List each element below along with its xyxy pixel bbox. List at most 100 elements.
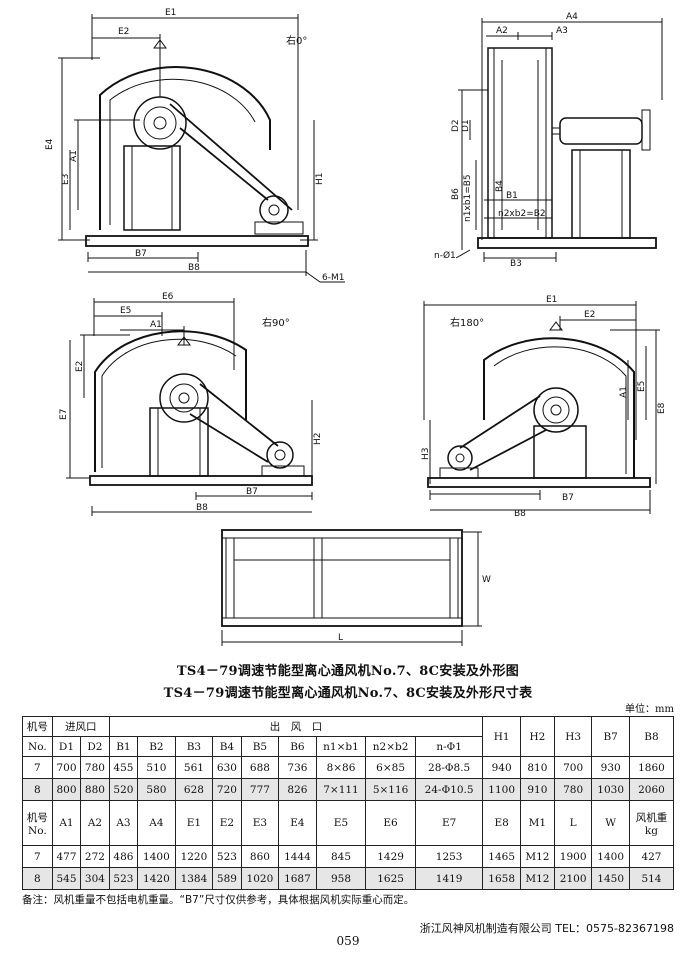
table-cell: 700	[51, 756, 82, 779]
dim-e7: E7	[59, 409, 69, 420]
view-base-frame	[221, 529, 482, 646]
table-cell: 780	[553, 778, 593, 801]
dim-b8-v3: B8	[196, 503, 208, 513]
rotation-label-90: 右90°	[262, 316, 290, 329]
col-header: B4	[212, 736, 242, 757]
col-header: E1	[174, 800, 214, 846]
col-header: A3	[108, 800, 139, 846]
table-cell: 427	[628, 845, 675, 868]
col-header: E7	[414, 800, 484, 846]
dim-a1-v4: A1	[619, 386, 629, 398]
dim-b1: B1	[506, 191, 518, 201]
table-cell: 800	[51, 778, 82, 801]
dim-h2: H2	[313, 433, 323, 446]
table-cell: 1400	[137, 845, 176, 868]
dim-w: W	[482, 575, 491, 585]
table-cell: 1444	[278, 845, 317, 868]
dim-a2: A2	[496, 26, 508, 36]
table-cell: 940	[482, 756, 521, 779]
dim-e5-v4: E5	[637, 381, 647, 392]
table-cell: 1020	[240, 867, 280, 890]
table-cell: 1253	[414, 845, 484, 868]
view-right-0	[58, 14, 345, 283]
unit-label: 单位：mm	[625, 704, 674, 715]
table-cell: M12	[519, 867, 555, 890]
table-cell: 688	[240, 756, 280, 779]
table-cell: 589	[212, 867, 242, 890]
table-cell: 1687	[278, 867, 317, 890]
drawing-title: TS4－79调速节能型离心通风机No.7、8C安装及外形图	[176, 664, 520, 679]
dim-h1: H1	[315, 173, 325, 186]
head-inlet: 进风口	[51, 716, 110, 737]
table-cell: 24-Φ10.5	[414, 778, 484, 801]
table-cell: 523	[108, 867, 139, 890]
table-cell: 1900	[553, 845, 593, 868]
table-cell: 272	[80, 845, 110, 868]
dim-e6: E6	[162, 292, 174, 302]
table-cell: 2100	[553, 867, 593, 890]
col-header: D2	[80, 736, 110, 757]
col-header: E3	[240, 800, 280, 846]
col-header: W	[591, 800, 630, 846]
dim-b8-v4: B8	[514, 509, 526, 519]
dim-b7-v4: B7	[562, 493, 574, 503]
table-cell: 8	[22, 867, 53, 890]
table-cell: 1030	[591, 778, 630, 801]
table-cell: 2060	[628, 778, 675, 801]
table-cell: 1100	[482, 778, 521, 801]
table-cell: 514	[628, 867, 675, 890]
table-cell: 510	[137, 756, 176, 779]
dim-e1-v4: E1	[546, 295, 557, 305]
col-header: n1×b1	[315, 736, 367, 757]
table-cell: M12	[519, 845, 555, 868]
dim-a3: A3	[556, 26, 568, 36]
view-right-180	[423, 301, 660, 514]
col-header: B5	[240, 736, 280, 757]
table-cell: 777	[240, 778, 280, 801]
table-cell: 1220	[174, 845, 214, 868]
head-b7: B7	[591, 716, 630, 757]
head-no: No.	[22, 736, 53, 757]
col-header: n-Φ1	[414, 736, 484, 757]
table-cell: 880	[80, 778, 110, 801]
rotation-label-180: 右180°	[450, 316, 484, 329]
table-cell: 1420	[137, 867, 176, 890]
table-title: TS4－79调速节能型离心通风机No.7、8C安装及外形尺寸表	[163, 686, 533, 701]
table-cell: 561	[174, 756, 214, 779]
col-header: E2	[212, 800, 242, 846]
dim-b2: n2xb2=B2	[498, 209, 546, 219]
col-header: B3	[174, 736, 214, 757]
col-header: L	[553, 800, 593, 846]
col-header: E6	[365, 800, 416, 846]
head-h3: H3	[553, 716, 593, 757]
dim-e1: E1	[165, 8, 176, 18]
dim-b7-v3: B7	[246, 487, 258, 497]
table-cell: 780	[80, 756, 110, 779]
table-cell: 810	[519, 756, 555, 779]
dim-l: L	[338, 633, 343, 643]
col-header: B1	[108, 736, 139, 757]
dim-e4: E4	[45, 138, 55, 150]
table-cell: 8	[22, 778, 53, 801]
dim-b8: B8	[188, 263, 200, 273]
dim-a1: A1	[69, 150, 79, 162]
dim-phi: n-Ø1	[434, 250, 456, 261]
table-cell: 1384	[174, 867, 214, 890]
table-cell: 720	[212, 778, 242, 801]
table-cell: 486	[108, 845, 139, 868]
table-cell: 28-Φ8.5	[414, 756, 484, 779]
col-header: A4	[137, 800, 176, 846]
head-model: 机号	[22, 716, 53, 737]
page-number: 059	[336, 934, 360, 948]
table-cell: 7×111	[315, 778, 367, 801]
dim-d2: D2	[451, 119, 461, 132]
col-header: B6	[278, 736, 317, 757]
dim-e3: E3	[61, 174, 71, 185]
table-cell: 580	[137, 778, 176, 801]
table-cell: 1465	[482, 845, 521, 868]
